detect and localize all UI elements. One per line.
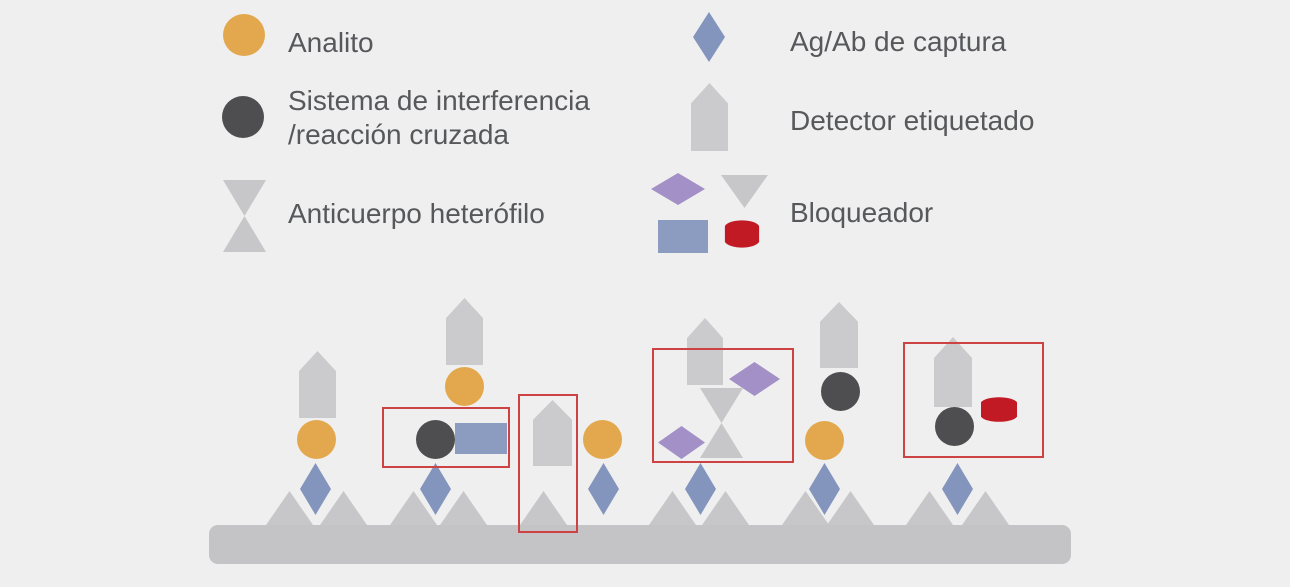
highlight-box xyxy=(382,407,510,468)
interference-circle xyxy=(416,420,455,459)
capture-diamond xyxy=(588,463,619,515)
capture-diamond-icon xyxy=(693,12,725,62)
capture-diamond xyxy=(300,463,331,515)
surface-triangle xyxy=(906,491,953,525)
blocker-cylinder xyxy=(981,397,1017,422)
analyte-circle xyxy=(583,420,622,459)
highlight-box xyxy=(903,342,1044,458)
legend-label-interferencia: Sistema de interferencia /reacción cruza… xyxy=(288,85,590,150)
capture-diamond xyxy=(942,463,973,515)
surface-triangle xyxy=(649,491,696,525)
legend-label-anticuerpo: Anticuerpo heterófilo xyxy=(288,198,545,229)
blocker-purple-diamond-icon xyxy=(651,173,705,205)
detector-pentagon xyxy=(299,351,336,418)
detector-pentagon-icon xyxy=(691,83,728,151)
surface-triangle xyxy=(962,491,1009,525)
blocker-rectangle xyxy=(455,423,507,454)
analyte-circle xyxy=(805,421,844,460)
blocker-rectangle-icon xyxy=(658,220,708,253)
heterophile-hourglass-bottom-icon xyxy=(223,216,266,252)
blocker-cylinder-icon xyxy=(724,220,760,248)
analyte-circle-icon xyxy=(223,14,265,56)
analyte-circle xyxy=(445,367,484,406)
highlight-box xyxy=(518,394,578,533)
legend-label-detector: Detector etiquetado xyxy=(790,105,1035,136)
capture-diamond xyxy=(685,463,716,515)
interference-circle xyxy=(935,407,974,446)
legend-label-captura: Ag/Ab de captura xyxy=(790,26,1007,57)
surface-triangle xyxy=(440,491,487,525)
surface-bar xyxy=(209,525,1071,564)
detector-pentagon xyxy=(446,298,483,365)
surface-triangle xyxy=(320,491,367,525)
legend-label-analito: Analito xyxy=(288,27,374,58)
interference-circle-icon xyxy=(222,96,264,138)
blocker-gray-triangle-icon xyxy=(721,175,768,208)
legend-label-bloqueador: Bloqueador xyxy=(790,197,934,228)
highlight-box xyxy=(652,348,794,463)
detector-pentagon xyxy=(820,302,858,368)
heterophile-hourglass-top-icon xyxy=(223,180,266,216)
analyte-circle xyxy=(297,420,336,459)
interference-circle xyxy=(821,372,860,411)
